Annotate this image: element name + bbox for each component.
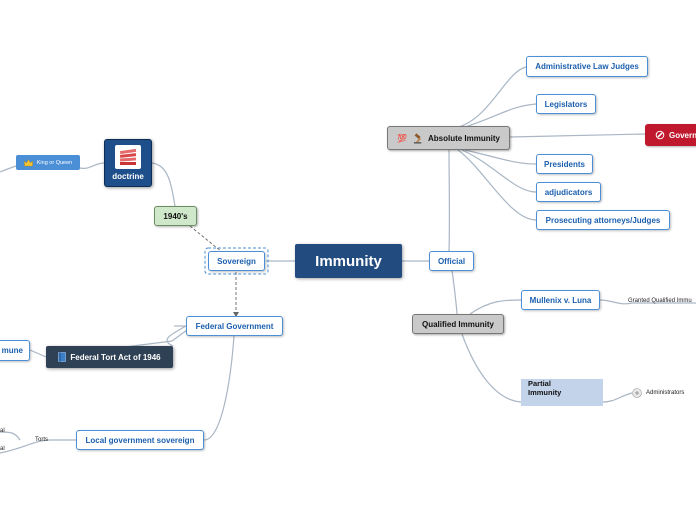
no-entry-icon bbox=[655, 130, 665, 140]
official-label: Official bbox=[437, 256, 466, 266]
svg-text:💯: 💯 bbox=[397, 133, 407, 143]
mullenix-label: Mullenix v. Luna bbox=[529, 295, 592, 305]
mullenix-node[interactable]: Mullenix v. Luna bbox=[521, 290, 600, 310]
government-label: Governm bbox=[669, 130, 696, 140]
king-or-queen-node[interactable]: King or Queen bbox=[16, 155, 80, 170]
qualified-immunity-label: Qualified Immunity bbox=[421, 319, 494, 329]
absolute-immunity-label: Absolute Immunity bbox=[427, 133, 500, 143]
central-topic[interactable]: Immunity bbox=[295, 244, 402, 278]
partial-immunity-line2: Immunity bbox=[528, 388, 562, 397]
crown-icon bbox=[24, 158, 33, 167]
immune-node[interactable]: mune bbox=[0, 340, 30, 361]
immune-label: mune bbox=[1, 346, 23, 355]
local-government-node[interactable]: Local government sovereign bbox=[76, 430, 204, 450]
legislators-node[interactable]: Legislators bbox=[536, 94, 596, 114]
local-government-label: Local government sovereign bbox=[85, 435, 195, 445]
federal-tort-act-label: Federal Tort Act of 1946 bbox=[70, 352, 161, 362]
cut-item-1-label: al bbox=[0, 428, 5, 434]
book-icon bbox=[58, 352, 67, 362]
qualified-immunity-node[interactable]: Qualified Immunity bbox=[412, 314, 504, 334]
era-1940s-label: 1940's bbox=[163, 211, 188, 221]
cut-item-2-label: al bbox=[0, 446, 5, 452]
gavel-icon bbox=[413, 132, 424, 144]
partial-immunity-node[interactable]: Partial Immunity bbox=[521, 379, 603, 406]
central-topic-label: Immunity bbox=[315, 252, 382, 270]
admin-law-judges-node[interactable]: Administrative Law Judges bbox=[526, 56, 648, 77]
federal-government-label: Federal Government bbox=[195, 321, 274, 331]
prosecuting-attorneys-node[interactable]: Prosecuting attorneys/Judges bbox=[536, 210, 670, 230]
doctrine-image-icon bbox=[115, 145, 141, 169]
sovereign-node[interactable]: Sovereign bbox=[208, 251, 265, 271]
sovereign-label: Sovereign bbox=[217, 256, 256, 266]
absolute-immunity-node[interactable]: 💯 Absolute Immunity bbox=[387, 126, 510, 150]
federal-government-node[interactable]: Federal Government bbox=[186, 316, 283, 336]
doctrine-label: doctrine bbox=[112, 172, 144, 181]
presidents-label: Presidents bbox=[544, 159, 585, 169]
torts-label: Torts bbox=[35, 437, 49, 443]
presidents-node[interactable]: Presidents bbox=[536, 154, 593, 174]
torts-node[interactable]: Torts bbox=[35, 435, 55, 445]
official-node[interactable]: Official bbox=[429, 251, 474, 271]
granted-qualified-node[interactable]: Granted Qualified Immu bbox=[628, 295, 696, 307]
arrowhead-icon bbox=[233, 312, 239, 317]
king-or-queen-label: King or Queen bbox=[36, 159, 73, 166]
era-1940s-node[interactable]: 1940's bbox=[154, 206, 197, 226]
doctrine-node[interactable]: doctrine bbox=[104, 139, 152, 187]
adjudicators-label: adjudicators bbox=[544, 187, 593, 197]
administrators-label: Administrators bbox=[646, 390, 685, 396]
administrators-icon bbox=[632, 388, 642, 398]
cut-item-1[interactable]: al bbox=[0, 426, 10, 436]
federal-tort-act-node[interactable]: Federal Tort Act of 1946 bbox=[46, 346, 173, 368]
prosecuting-attorneys-label: Prosecuting attorneys/Judges bbox=[545, 215, 661, 225]
adjudicators-node[interactable]: adjudicators bbox=[536, 182, 601, 202]
admin-law-judges-label: Administrative Law Judges bbox=[535, 62, 639, 71]
administrators-node[interactable]: Administrators bbox=[632, 387, 696, 399]
granted-qualified-label: Granted Qualified Immu bbox=[628, 298, 692, 304]
government-node[interactable]: Governm bbox=[645, 124, 696, 146]
hundred-points-icon: 💯 bbox=[397, 133, 409, 143]
legislators-label: Legislators bbox=[544, 99, 588, 109]
partial-immunity-line1: Partial bbox=[528, 379, 551, 388]
cut-item-2[interactable]: al bbox=[0, 444, 10, 454]
